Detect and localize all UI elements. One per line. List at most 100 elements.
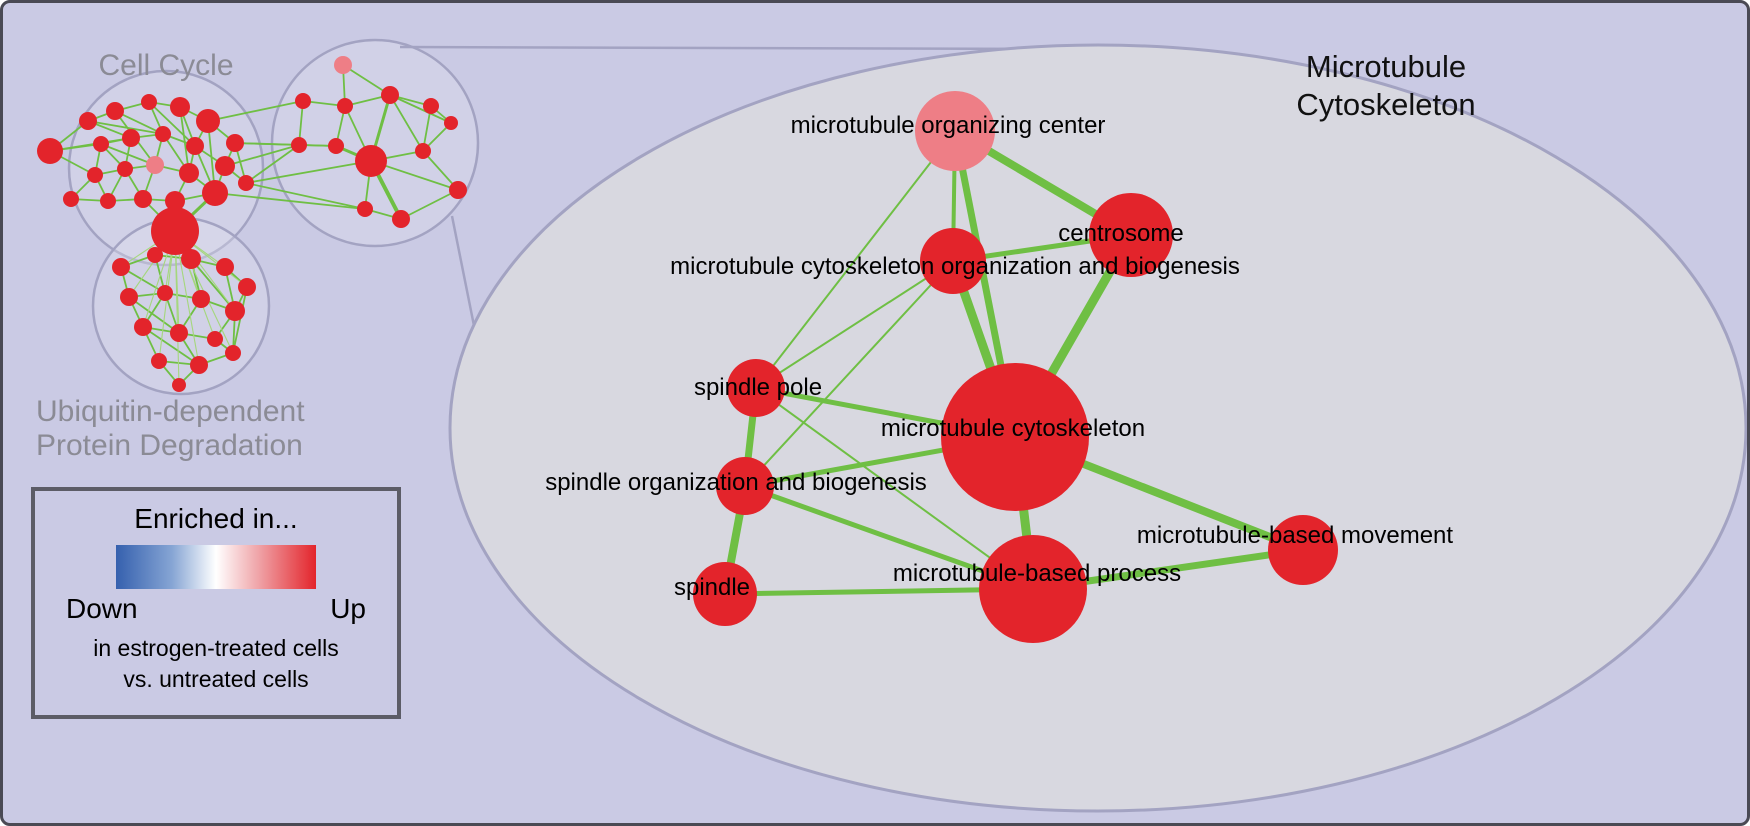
legend-caption: in estrogen-treated cells vs. untreated … bbox=[93, 633, 338, 695]
overview-edge bbox=[87, 120, 164, 135]
legend-title: Enriched in... bbox=[134, 503, 298, 534]
overview-node bbox=[392, 210, 410, 228]
edge-mcob-spindle_pole bbox=[755, 260, 954, 389]
overview-node bbox=[381, 86, 399, 104]
node-label-spindle: spindle bbox=[674, 574, 750, 601]
overview-node bbox=[207, 331, 223, 347]
legend-scale: Down Up bbox=[66, 593, 366, 625]
edge-moc-spindle_pole bbox=[755, 130, 956, 389]
node-moc bbox=[915, 91, 995, 171]
node-mbp bbox=[979, 535, 1087, 643]
lens-ellipse bbox=[448, 43, 1747, 813]
overview-node bbox=[146, 156, 164, 174]
overview-node bbox=[122, 129, 140, 147]
overview-node bbox=[147, 247, 163, 263]
cluster-label-cell-cycle: Cell Cycle bbox=[98, 49, 233, 82]
cluster-label-ubiquitin-line1: Ubiquitin-dependent bbox=[36, 395, 305, 428]
overview-node bbox=[238, 278, 256, 296]
overview-node bbox=[151, 207, 199, 255]
overview-node bbox=[226, 134, 244, 152]
overview-node bbox=[179, 163, 199, 183]
node-label-mcob: microtubule cytoskeleton organization an… bbox=[670, 253, 1240, 280]
lens-line bbox=[399, 45, 1066, 51]
overview-edge bbox=[232, 286, 248, 354]
overview-node bbox=[120, 288, 138, 306]
overview-node bbox=[225, 301, 245, 321]
overview-node bbox=[172, 378, 186, 392]
legend-down-label: Down bbox=[66, 593, 138, 624]
overview-node bbox=[87, 167, 103, 183]
overview-node bbox=[117, 161, 133, 177]
overview-node bbox=[63, 191, 79, 207]
overview-node bbox=[157, 285, 173, 301]
overview-node bbox=[337, 98, 353, 114]
node-spindle bbox=[693, 562, 757, 626]
overview-node bbox=[165, 191, 185, 211]
overview-edge bbox=[179, 106, 190, 174]
overview-node bbox=[215, 156, 235, 176]
overview-node bbox=[134, 190, 152, 208]
overview-node bbox=[415, 143, 431, 159]
node-mcob bbox=[920, 228, 986, 294]
overview-edge bbox=[389, 94, 424, 152]
node-spindle_pole bbox=[727, 359, 785, 417]
overview-node bbox=[79, 112, 97, 130]
overview-node bbox=[216, 258, 234, 276]
overview-edge bbox=[245, 182, 366, 210]
overview-node bbox=[238, 175, 254, 191]
node-label-mc: microtubule cytoskeleton bbox=[881, 415, 1145, 442]
node-mbm bbox=[1268, 515, 1338, 585]
magnifier-lens bbox=[399, 43, 1747, 813]
edge-spindle_pole-mbp bbox=[755, 387, 1034, 590]
overview-node bbox=[134, 318, 152, 336]
overview-edge bbox=[214, 192, 366, 210]
overview-node bbox=[100, 193, 116, 209]
node-sob bbox=[716, 457, 774, 515]
node-label-centrosome: centrosome bbox=[1058, 220, 1183, 247]
overview-light-edge bbox=[174, 230, 180, 386]
node-label-moc: microtubule organizing center bbox=[791, 112, 1106, 139]
overview-node bbox=[151, 353, 167, 369]
overview-node bbox=[93, 136, 109, 152]
overview-edge bbox=[234, 142, 337, 147]
overview-edge bbox=[389, 94, 452, 124]
overview-node bbox=[202, 180, 228, 206]
overview-edge bbox=[400, 189, 459, 220]
overview-node bbox=[186, 137, 204, 155]
overview-network-nodes bbox=[37, 56, 467, 392]
overview-node bbox=[112, 258, 130, 276]
legend-caption-line1: in estrogen-treated cells bbox=[93, 635, 339, 661]
overview-node bbox=[291, 137, 307, 153]
overview-node bbox=[423, 98, 439, 114]
figure-canvas: microtubule organizing center centrosome m… bbox=[36, 38, 1747, 813]
legend-gradient-bar bbox=[116, 545, 316, 589]
overview-node bbox=[355, 145, 387, 177]
legend-caption-line2: vs. untreated cells bbox=[123, 666, 309, 693]
overview-node bbox=[192, 290, 210, 308]
overview-edge bbox=[245, 144, 300, 184]
overview-edge bbox=[148, 101, 196, 147]
overview-node bbox=[181, 249, 201, 269]
overview-edge bbox=[128, 296, 180, 334]
overview-edge bbox=[207, 100, 304, 122]
overview-node bbox=[141, 94, 157, 110]
cluster-label-ubiquitin-line2: Protein Degradation bbox=[36, 429, 303, 462]
overview-node bbox=[334, 56, 352, 74]
overview-edge bbox=[190, 258, 236, 312]
overview-node bbox=[295, 93, 311, 109]
overview-node bbox=[225, 345, 241, 361]
main-network-labels: microtubule organizing center centrosome m… bbox=[545, 112, 1453, 601]
overview-node bbox=[328, 138, 344, 154]
node-centrosome bbox=[1089, 193, 1173, 277]
overview-node bbox=[196, 109, 220, 133]
node-mc bbox=[941, 363, 1089, 511]
overview-node bbox=[190, 356, 208, 374]
overview-node bbox=[106, 102, 124, 120]
main-cluster-title-line1: Microtubule bbox=[1306, 49, 1466, 84]
main-network-nodes bbox=[693, 91, 1338, 643]
overview-node bbox=[357, 201, 373, 217]
overview-cluster-circles bbox=[67, 38, 480, 396]
overview-edge bbox=[142, 326, 200, 366]
node-label-sob: spindle organization and biogenesis bbox=[545, 469, 927, 496]
